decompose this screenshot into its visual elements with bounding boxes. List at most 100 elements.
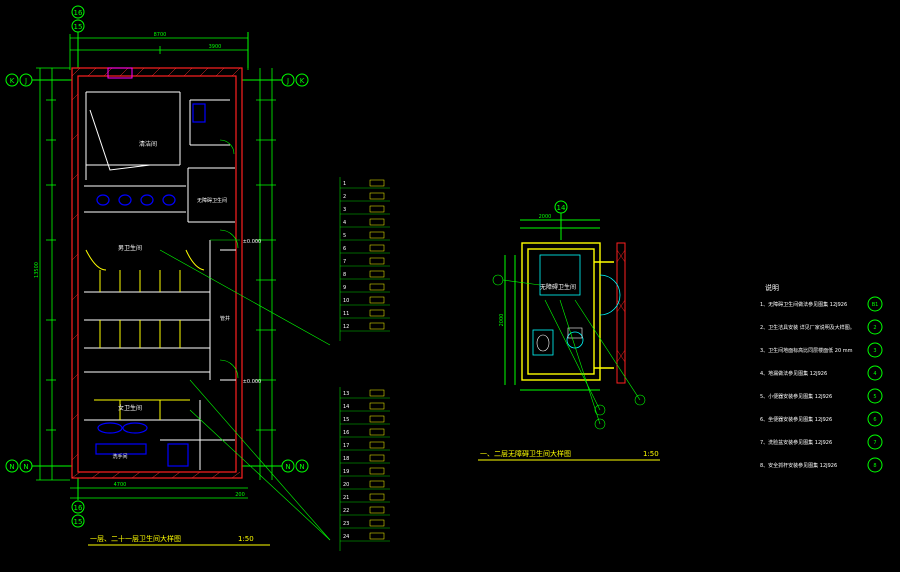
- schedule-row-label: 10: [343, 298, 349, 304]
- axis-label-bottom-2: 15: [74, 518, 83, 526]
- schedule-row-label: 24: [343, 534, 349, 540]
- schedule-row-label: 1: [343, 181, 346, 187]
- right-plan-scale: 1:50: [643, 450, 659, 458]
- axis-label-right-bottom-1: N: [285, 463, 290, 471]
- schedule-row-label: 15: [343, 417, 349, 423]
- right-plan-wall-red-hatch: [616, 249, 626, 363]
- schedule-row-label: 19: [343, 469, 349, 475]
- window-top: [107, 67, 133, 79]
- schedule-row-mark: [369, 296, 385, 304]
- schedule-row-mark: [369, 454, 385, 462]
- right-plan-fixture-outlines: [536, 327, 583, 352]
- axis-label-left-top-2: J: [24, 77, 27, 85]
- axis-label-left-bottom-1: N: [9, 463, 14, 471]
- note-symbol-label: 3: [873, 348, 876, 354]
- note-symbol-circle: [867, 342, 883, 358]
- level-mark-1: ±0.000: [243, 239, 262, 245]
- schedule-row-mark: [369, 205, 385, 213]
- right-plan-leaders: [492, 274, 646, 430]
- note-symbol-label: 7: [873, 440, 876, 446]
- note-symbol-label: 6: [873, 417, 876, 423]
- room-label-6: 洗手间: [112, 453, 127, 460]
- note-symbol-circle: [867, 365, 883, 381]
- axis-label-right-bottom-2: N: [299, 463, 304, 471]
- right-plan: 14 2000 2000: [478, 200, 660, 461]
- left-plan-axis-bottom: [71, 478, 85, 528]
- left-plan-door-swings: [210, 139, 240, 379]
- right-plan-axis: [504, 200, 600, 391]
- right-dim-top: 2000: [539, 214, 552, 220]
- schedule-row-mark: [369, 389, 385, 397]
- room-label-5: 管井: [220, 315, 230, 322]
- schedule-row-mark: [369, 179, 385, 187]
- schedule-row-mark: [369, 192, 385, 200]
- note-item: 2、卫生洁具安装 详见厂家说明及大样图。: [760, 324, 855, 331]
- schedule-row-mark: [369, 270, 385, 278]
- right-dim-side: 2000: [499, 314, 505, 327]
- schedule-row-mark: [369, 467, 385, 475]
- schedule-row-mark: [369, 428, 385, 436]
- note-symbol-circle: [867, 411, 883, 427]
- dim-bottom-seg: 200: [235, 492, 245, 498]
- schedule-row-label: 20: [343, 482, 349, 488]
- schedule-row-mark: [369, 402, 385, 410]
- note-symbol-circle: [867, 388, 883, 404]
- schedule-row-label: 18: [343, 456, 349, 462]
- note-item: 4、地漏做法参见图集 12J926: [760, 370, 827, 377]
- schedule-row-label: 3: [343, 207, 346, 213]
- schedule-row-mark: [369, 532, 385, 540]
- room-label-3: 男卫生间: [118, 244, 142, 252]
- left-plan-title: 一层、二十一层卫生间大样图: [90, 534, 181, 543]
- schedule-row-label: 8: [343, 272, 346, 278]
- schedule-row-label: 11: [343, 311, 349, 317]
- right-plan-walls: [521, 242, 614, 381]
- schedule-row-label: 17: [343, 443, 349, 449]
- room-label-2: 无障碍卫生间: [197, 197, 227, 204]
- schedule-row-label: 12: [343, 324, 349, 330]
- right-plan-fixtures: [532, 254, 621, 356]
- schedule-row-mark: [369, 322, 385, 330]
- right-plan-title: 一、二层无障碍卫生间大样图: [480, 449, 571, 458]
- note-item: 3、卫生间地面标高比同层楼面低 20 mm: [760, 347, 853, 354]
- schedule-row-mark: [369, 480, 385, 488]
- note-symbol-label: 8: [873, 463, 876, 469]
- schedule-row-label: 23: [343, 521, 349, 527]
- schedule-row-label: 6: [343, 246, 346, 252]
- axis-label-right-top-1: J: [286, 77, 289, 85]
- axis-label-right-top-2: K: [300, 77, 305, 85]
- note-symbol-circle: [867, 319, 883, 335]
- left-plan-wall-infill: [71, 93, 79, 461]
- left-plan-leaders: [159, 249, 331, 541]
- notes-heading: 说明: [765, 283, 779, 292]
- schedule-row-label: 21: [343, 495, 349, 501]
- schedule-row-mark: [369, 309, 385, 317]
- note-item: 8、安全抓杆安装参见图集 12J926: [760, 462, 837, 469]
- schedule-row-label: 14: [343, 404, 349, 410]
- schedule-row-mark: [369, 519, 385, 527]
- note-item: 6、坐便器安装参见图集 12J926: [760, 416, 832, 423]
- left-plan-stalls: [85, 249, 205, 420]
- note-item: 7、洗脸盆安装参见图集 12J926: [760, 439, 832, 446]
- axis-label-bottom-1: 16: [74, 504, 83, 512]
- room-label-4: 女卫生间: [118, 404, 142, 412]
- left-plan-dimensions: [36, 34, 276, 499]
- axis-label-left-top-1: K: [10, 77, 15, 85]
- left-plan-axis-sides: [5, 73, 309, 473]
- dim-bottom-total: 4700: [114, 482, 127, 488]
- dim-top-total: 8700: [154, 32, 167, 38]
- left-plan-walls: [71, 67, 243, 479]
- note-symbol-circle: [867, 457, 883, 473]
- axis-label-top-2: 15: [74, 23, 83, 31]
- schedule-row-mark: [369, 441, 385, 449]
- note-item: 1、无障碍卫生间做法参见图集 12J926: [760, 301, 847, 308]
- note-symbol-label: 5: [873, 394, 876, 400]
- schedule-row-label: 16: [343, 430, 349, 436]
- note-symbol-label: 2: [873, 325, 876, 331]
- schedule-row-label: 7: [343, 259, 346, 265]
- left-plan: 16 15 16 15 K J N N J K N N: [5, 5, 331, 546]
- left-plan-scale: 1:50: [238, 535, 254, 543]
- axis-label-top-1: 16: [74, 9, 83, 17]
